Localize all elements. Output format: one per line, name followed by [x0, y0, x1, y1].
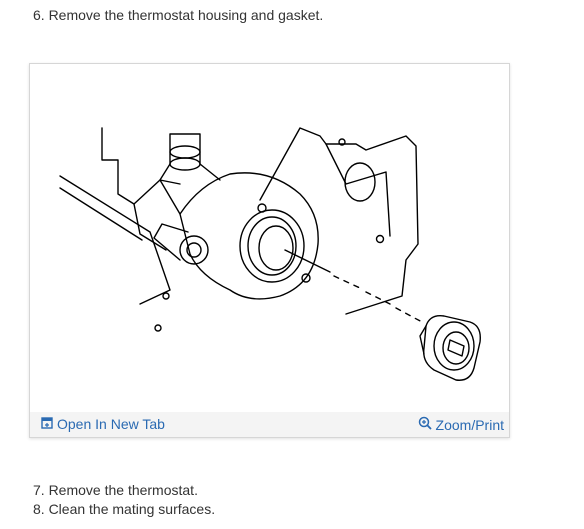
- new-tab-icon: [41, 416, 57, 432]
- step-7-text: 7. Remove the thermostat.: [33, 482, 198, 498]
- zoom-print-label: Zoom/Print: [435, 416, 504, 433]
- magnifier-icon: [418, 416, 436, 433]
- figure-panel: Open In New Tab Zoom/Print: [29, 63, 510, 438]
- step-8-text: 8. Clean the mating surfaces.: [33, 501, 216, 517]
- thermostat-illustration[interactable]: [30, 64, 509, 412]
- figure-toolbar: Open In New Tab Zoom/Print: [30, 412, 509, 437]
- step-6-text: 6. Remove the thermostat housing and gas…: [33, 7, 324, 23]
- zoom-print-link[interactable]: Zoom/Print: [418, 416, 504, 433]
- open-in-new-tab-label: Open In New Tab: [57, 416, 165, 432]
- open-in-new-tab-link[interactable]: Open In New Tab: [41, 416, 165, 432]
